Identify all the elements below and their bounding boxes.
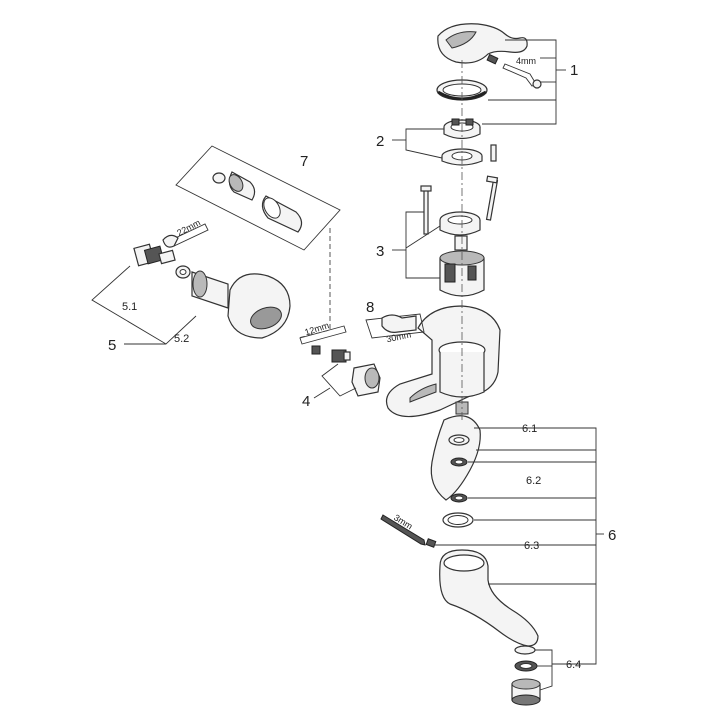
cartridge-cap-ring (439, 211, 481, 236)
label-6-2: 6.2 (526, 475, 541, 487)
nut-4 (351, 363, 381, 397)
o-ring-6-2-upper (450, 457, 468, 467)
label-7: 7 (300, 153, 308, 170)
cartridge-screw-right (485, 175, 499, 221)
stud-pin (490, 144, 497, 162)
hex-key-3mm (380, 514, 426, 546)
label-5-1: 5.1 (122, 301, 137, 313)
cover-5-2 (227, 273, 291, 339)
label-4: 4 (302, 393, 310, 410)
label-5-2: 5.2 (174, 333, 189, 345)
wrench-12mm (299, 325, 347, 355)
nipple-4 (331, 349, 351, 363)
service-key-8 (365, 313, 425, 339)
leader-lines (91, 39, 604, 691)
washer-6-2 (442, 512, 474, 528)
part-7-panel (175, 145, 341, 251)
label-3: 3 (376, 243, 384, 260)
label-6-4: 6.4 (566, 659, 581, 671)
label-6-1: 6.1 (522, 423, 537, 435)
dim-12mm: 12mm (303, 320, 330, 337)
cartridge-screw-left (420, 185, 432, 235)
label-6: 6 (608, 527, 616, 544)
lever-handle (437, 23, 528, 64)
dim-4mm: 4mm (516, 56, 536, 66)
aerator-ring (514, 645, 536, 655)
label-6-3: 6.3 (524, 540, 539, 552)
wrench-22mm (162, 223, 209, 248)
union-washer (175, 265, 191, 279)
o-ring-6-2-lower (450, 493, 468, 503)
aerator-insert (514, 660, 538, 672)
label-8: 8 (366, 299, 374, 316)
aerator-housing (511, 678, 541, 706)
label-2: 2 (376, 133, 384, 150)
union-nut (191, 270, 229, 309)
spout-grub-screw (425, 538, 437, 548)
grub-screw-hex-key (486, 53, 542, 89)
s-union-5-1 (133, 243, 176, 267)
part7-link-line (297, 228, 331, 339)
label-5: 5 (108, 337, 116, 354)
label-1: 1 (570, 62, 578, 79)
spout (439, 549, 539, 647)
seal-ring-6-1 (448, 434, 470, 446)
